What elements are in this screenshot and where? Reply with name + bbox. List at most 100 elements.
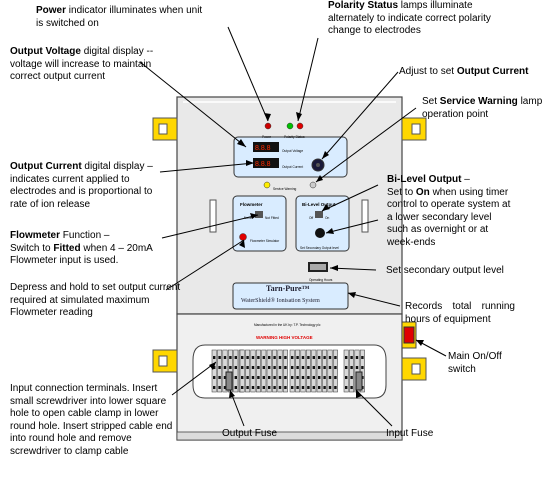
terminal-hole: [296, 376, 299, 379]
terminal-hole: [301, 366, 305, 369]
terminal-block: [332, 349, 338, 393]
terminal-hole: [355, 366, 359, 369]
terminal-hole: [218, 386, 221, 389]
terminal-block: [322, 349, 328, 393]
polarity-lamp-red: [296, 122, 304, 130]
terminal-blocks: [211, 349, 365, 393]
terminal-hole: [278, 356, 282, 359]
terminal-block: [277, 349, 283, 393]
terminal-hole: [291, 356, 294, 359]
annotation-power: Power indicator illuminates when unit is…: [36, 5, 203, 29]
terminal-hole: [268, 386, 271, 389]
terminal-hole: [246, 356, 249, 359]
terminal-block: [245, 349, 251, 393]
fuse-holder[interactable]: [225, 371, 233, 391]
terminal-hole: [296, 356, 299, 359]
service-warning-label: Service Warning: [273, 187, 297, 191]
terminal-hole: [323, 386, 326, 389]
terminal-hole: [350, 366, 353, 369]
service-warning-pot[interactable]: [309, 181, 317, 189]
secondary-level-knob[interactable]: [315, 228, 325, 238]
terminal-hole: [251, 386, 255, 389]
terminal-hole: [350, 356, 353, 359]
terminal-hole: [257, 376, 260, 379]
terminal-hole: [307, 386, 310, 389]
terminal-hole: [218, 356, 221, 359]
flowmeter-simulator-label: Flowmeter Simulator: [250, 239, 280, 243]
power-lamp: [264, 122, 272, 130]
terminal-hole: [301, 386, 305, 389]
terminal-hole: [213, 386, 216, 389]
bilevel-title: Bi-Level Output: [302, 202, 336, 207]
terminal-block: [295, 349, 301, 393]
terminal-hole: [234, 366, 237, 369]
terminal-block: [266, 349, 272, 393]
terminal-hole: [318, 366, 321, 369]
terminal-hole: [268, 366, 271, 369]
terminal-hole: [291, 366, 294, 369]
svg-text:8.8.8: 8.8.8: [255, 161, 271, 168]
side-slot-right: [361, 199, 369, 233]
terminal-hole: [213, 356, 216, 359]
terminal-block: [282, 349, 288, 393]
bilevel-secondary-label: Set Secondary Output level: [300, 246, 339, 250]
terminal-hole: [241, 356, 244, 359]
bilevel-off-label: Off: [309, 216, 314, 220]
terminal-hole: [251, 376, 255, 379]
terminal-hole: [350, 386, 353, 389]
hinge-bottom-left: [152, 349, 178, 373]
terminal-block: [327, 349, 333, 393]
terminal-hole: [291, 386, 294, 389]
terminal-hole: [223, 386, 227, 389]
terminal-hole: [262, 376, 265, 379]
terminal-hole: [273, 356, 276, 359]
terminal-block: [311, 349, 317, 393]
terminal-hole: [273, 376, 276, 379]
main-switch[interactable]: [403, 326, 415, 344]
bilevel-panel: [295, 195, 350, 252]
terminal-hole: [241, 366, 244, 369]
terminal-block: [300, 349, 306, 393]
terminal-hole: [291, 376, 294, 379]
terminal-hole: [262, 386, 265, 389]
terminal-block: [217, 349, 223, 393]
terminal-hole: [234, 386, 237, 389]
terminal-block: [289, 349, 295, 393]
terminal-hole: [241, 386, 244, 389]
terminal-hole: [307, 356, 310, 359]
terminal-hole: [307, 376, 310, 379]
manufacturer-label: Manufactured in the UK by: T.P. Technolo…: [254, 323, 321, 327]
terminal-block: [349, 349, 355, 393]
terminal-hole: [284, 386, 287, 389]
hinge-top-left: [152, 117, 178, 141]
annotation-input-terminals: Input connection terminals. Insert small…: [10, 383, 173, 457]
terminal-block: [250, 349, 256, 393]
flowmeter-simulator-button[interactable]: [239, 233, 247, 241]
terminal-hole: [312, 376, 315, 379]
terminal-hole: [229, 356, 232, 359]
terminal-hole: [218, 366, 221, 369]
terminal-hole: [307, 366, 310, 369]
terminal-hole: [268, 356, 271, 359]
terminal-hole: [323, 356, 326, 359]
terminal-hole: [318, 386, 321, 389]
flowmeter-switch[interactable]: [255, 211, 263, 218]
terminal-hole: [234, 356, 237, 359]
terminal-hole: [328, 376, 332, 379]
flowmeter-title: Flowmeter: [240, 202, 263, 207]
arrowheads: [209, 112, 424, 398]
terminal-hole: [312, 386, 315, 389]
terminal-block: [272, 349, 278, 393]
terminal-hole: [213, 376, 216, 379]
bilevel-switch[interactable]: [315, 211, 323, 218]
annotation-polarity: Polarity Status lamps illuminate alterna…: [328, 0, 491, 36]
terminal-hole: [273, 366, 276, 369]
terminal-block: [305, 349, 311, 393]
terminal-hole: [328, 366, 332, 369]
annotation-main-switch: Main On/Off switch: [448, 351, 502, 375]
annotation-service-warning: Set Service Warning lamp operation point: [422, 96, 543, 120]
fuse-holder[interactable]: [355, 371, 363, 391]
terminal-hole: [334, 376, 337, 379]
terminal-hole: [246, 386, 249, 389]
